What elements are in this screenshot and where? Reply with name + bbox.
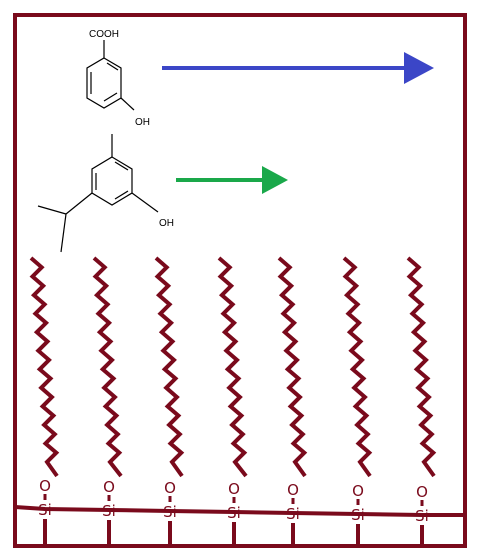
cooh-label: COOH (89, 29, 119, 40)
arrow-bottom (176, 166, 288, 194)
alkyl-chain (92, 256, 123, 478)
alkyl-chain (217, 256, 248, 478)
alkyl-chain (29, 256, 60, 478)
silicon-label: Si (102, 502, 116, 520)
oh-label-top: OH (135, 117, 150, 128)
silicon-label: Si (415, 507, 429, 525)
silicon-label: Si (163, 503, 177, 521)
silane-anchor-group: O Si O Si O Si O Si O Si O Si O Si (38, 477, 429, 546)
surface-backbone (14, 505, 465, 517)
alkyl-chain (406, 256, 437, 478)
oxygen-label: O (103, 478, 115, 496)
silicon-label: Si (286, 505, 300, 523)
oxygen-label: O (352, 482, 364, 500)
silicon-label: Si (351, 506, 365, 524)
oxygen-label: O (287, 481, 299, 499)
alkyl-chain (342, 256, 373, 478)
oxygen-label: O (416, 483, 428, 501)
frame-border (13, 13, 467, 548)
arrow-top (162, 52, 434, 84)
alkyl-chain-group (29, 256, 437, 478)
oxygen-label: O (164, 479, 176, 497)
oxygen-label: O (228, 480, 240, 498)
alkyl-chain (154, 256, 185, 478)
alkyl-chain (277, 256, 308, 478)
molecule-top (86, 40, 135, 111)
silicon-label: Si (38, 501, 52, 519)
molecule-bottom (37, 134, 159, 253)
oh-label-bottom: OH (159, 218, 174, 229)
silicon-label: Si (227, 504, 241, 522)
oxygen-label: O (39, 477, 51, 495)
